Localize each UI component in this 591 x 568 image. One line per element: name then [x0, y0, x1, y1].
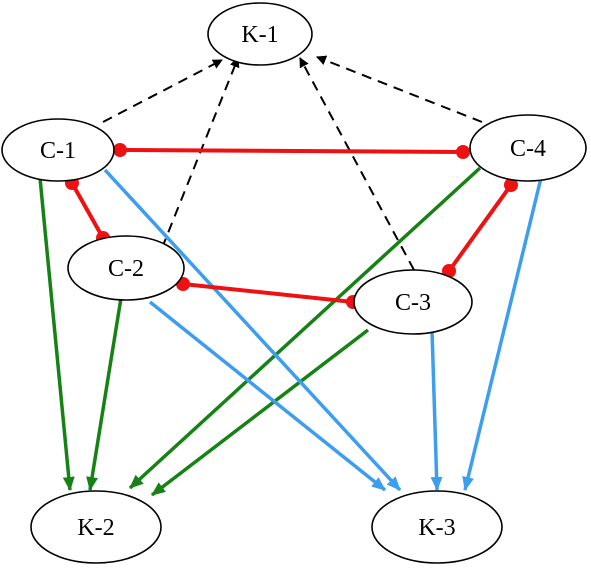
edge-c4-to-k3	[462, 177, 543, 491]
link-c4-c3	[447, 183, 513, 273]
edge-c3-to-k2	[150, 328, 370, 497]
red-link-dots	[65, 143, 518, 309]
edge-c2-to-k3	[148, 300, 387, 492]
red-links	[70, 148, 513, 304]
edge-c1-to-k2	[38, 177, 75, 491]
dot-c1-right	[113, 143, 127, 157]
dot-c4-left	[456, 145, 470, 159]
node-k2-label: K-2	[77, 515, 114, 541]
node-c3: C-3	[353, 269, 473, 335]
node-c1-label: C-1	[40, 138, 76, 164]
edge-c4-to-k2	[128, 166, 482, 490]
link-c1-c4	[119, 148, 464, 154]
node-c4: C-4	[469, 114, 587, 182]
link-c2-c3	[182, 282, 354, 304]
node-k2: K-2	[30, 490, 162, 564]
edge-c2-to-k1	[161, 57, 240, 249]
edge-c3-to-k1	[299, 57, 415, 271]
node-k1: K-1	[207, 2, 313, 66]
dot-c4-bottom	[504, 178, 518, 192]
edge-c2-to-k2	[86, 297, 123, 491]
node-c1: C-1	[1, 118, 115, 182]
link-c1-c2	[70, 182, 105, 239]
node-c2-label: C-2	[108, 256, 144, 282]
node-k1-label: K-1	[241, 22, 278, 48]
green-edges	[38, 166, 482, 497]
node-k3: K-3	[371, 490, 503, 564]
edge-c1-to-k3	[103, 168, 402, 492]
edge-c1-to-k1	[102, 59, 223, 123]
node-c4-label: C-4	[510, 136, 546, 162]
node-c2: C-2	[67, 235, 185, 301]
node-k3-label: K-3	[418, 515, 455, 541]
blue-edges	[103, 168, 543, 492]
dashed-edges	[102, 55, 483, 271]
node-c3-label: C-3	[395, 290, 431, 316]
edge-c4-to-k1	[316, 55, 483, 123]
edge-c3-to-k3	[430, 329, 443, 491]
